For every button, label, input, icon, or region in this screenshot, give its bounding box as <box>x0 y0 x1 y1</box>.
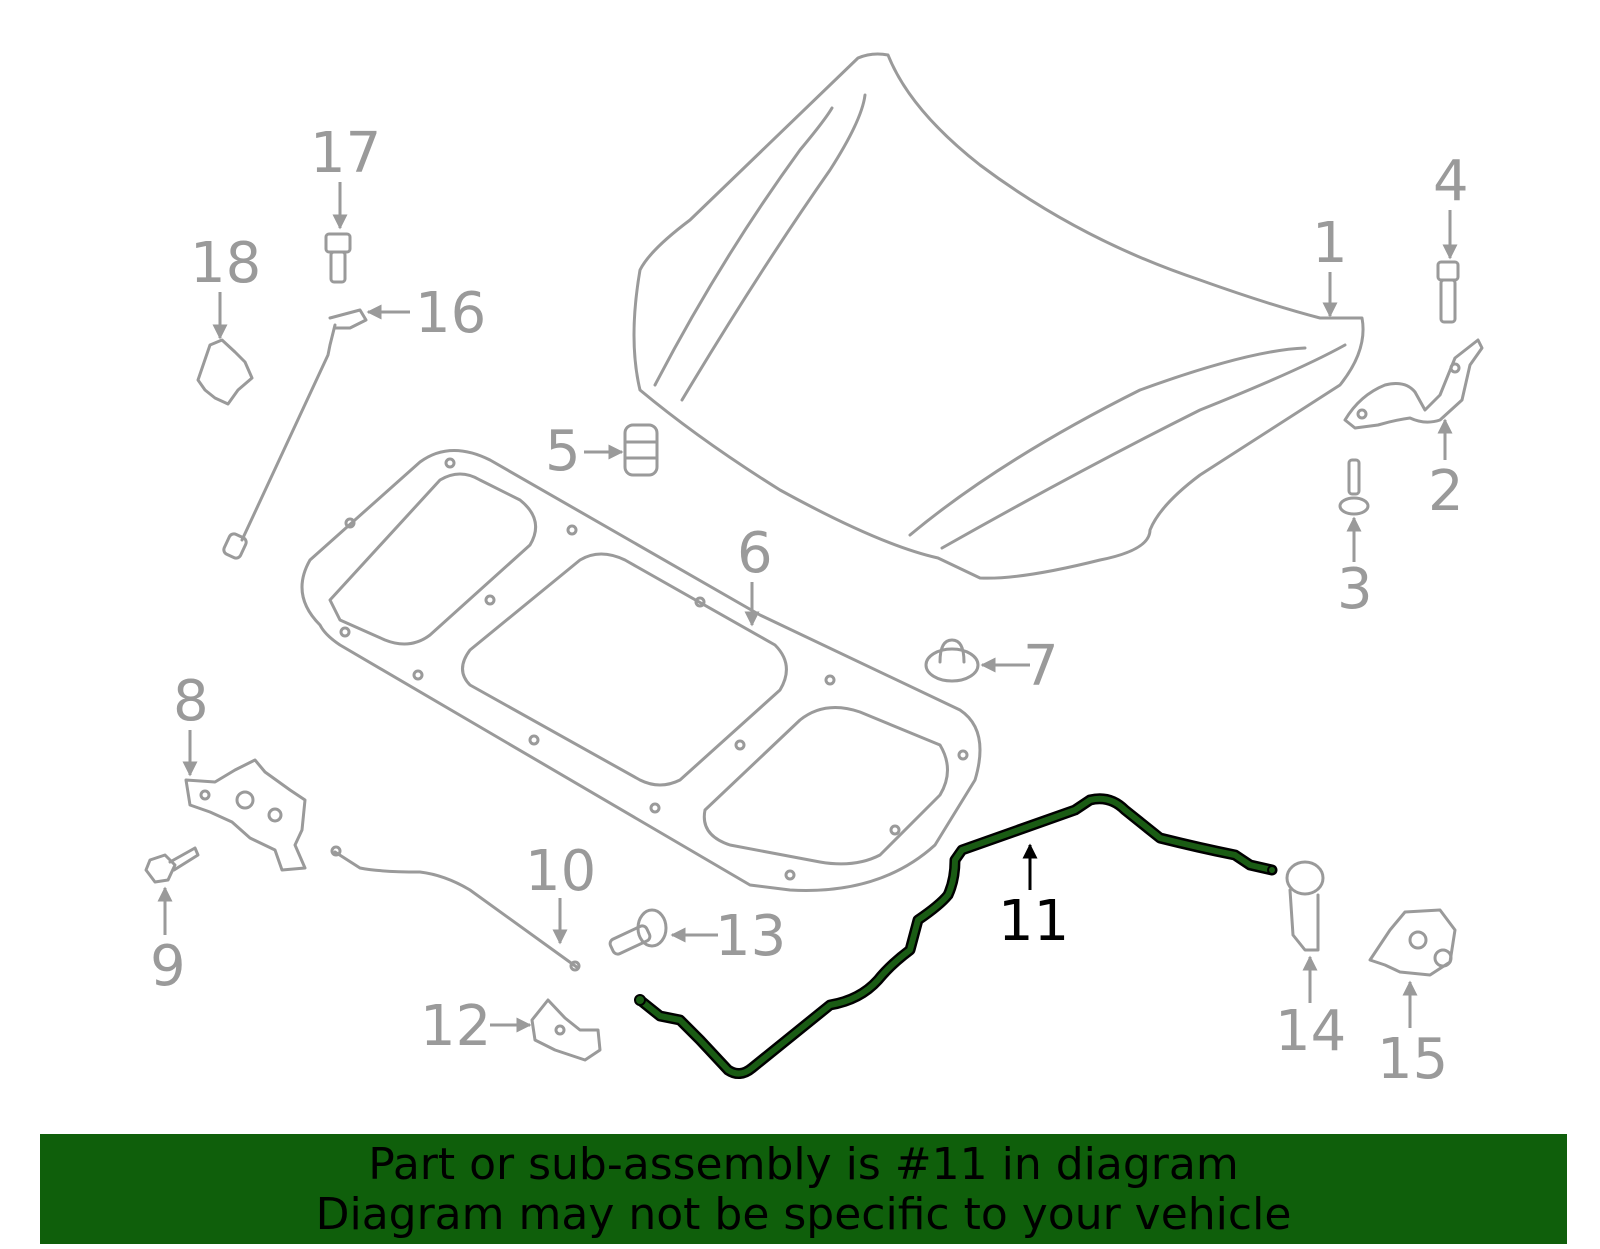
part-17-bolt <box>324 232 352 284</box>
part-12-bracket <box>530 998 602 1062</box>
callout-8: 8 <box>173 669 209 734</box>
banner-line-2: Diagram may not be specific to your vehi… <box>315 1189 1292 1240</box>
callout-17: 17 <box>310 121 381 186</box>
part-7-clip <box>924 638 980 683</box>
part-15-actuator <box>1368 908 1457 977</box>
callout-18: 18 <box>190 231 261 296</box>
callout-14: 14 <box>1275 999 1346 1064</box>
callout-arrows <box>157 182 1458 1033</box>
callout-10: 10 <box>525 839 596 904</box>
callout-5: 5 <box>545 419 581 484</box>
callout-13: 13 <box>715 904 786 969</box>
part-16-prop-rod <box>222 308 368 560</box>
part-11-release-cable <box>634 793 1278 1079</box>
callout-12: 12 <box>420 994 491 1059</box>
part-8-latch <box>184 758 307 872</box>
callout-9: 9 <box>150 934 186 999</box>
callout-11: 11 <box>998 889 1069 954</box>
part-5-bumper <box>623 423 659 477</box>
part-9-bolt <box>144 846 200 884</box>
callout-4: 4 <box>1433 149 1469 214</box>
callout-7: 7 <box>1023 634 1059 699</box>
callout-3: 3 <box>1337 557 1373 622</box>
part-18-bracket <box>196 338 254 406</box>
part-13-bumper <box>608 908 668 956</box>
banner-line-1: Part or sub-assembly is #11 in diagram <box>368 1139 1239 1190</box>
part-14-handle <box>1285 860 1325 952</box>
callout-15: 15 <box>1377 1027 1448 1092</box>
part-1-hood <box>632 52 1365 580</box>
part-6-insulator <box>300 449 982 892</box>
part-4-bolt <box>1436 260 1460 324</box>
callout-2: 2 <box>1428 459 1464 524</box>
part-10-rod <box>330 845 581 972</box>
info-banner: Part or sub-assembly is #11 in diagram D… <box>40 1134 1567 1244</box>
parts-diagram: 1 2 3 4 5 6 7 8 9 10 11 12 13 14 15 16 1… <box>144 52 1484 1092</box>
part-3-bolt <box>1338 458 1370 516</box>
callout-16: 16 <box>415 281 486 346</box>
callout-1: 1 <box>1312 211 1348 276</box>
callout-6: 6 <box>737 521 773 586</box>
part-2-hinge <box>1343 338 1484 430</box>
